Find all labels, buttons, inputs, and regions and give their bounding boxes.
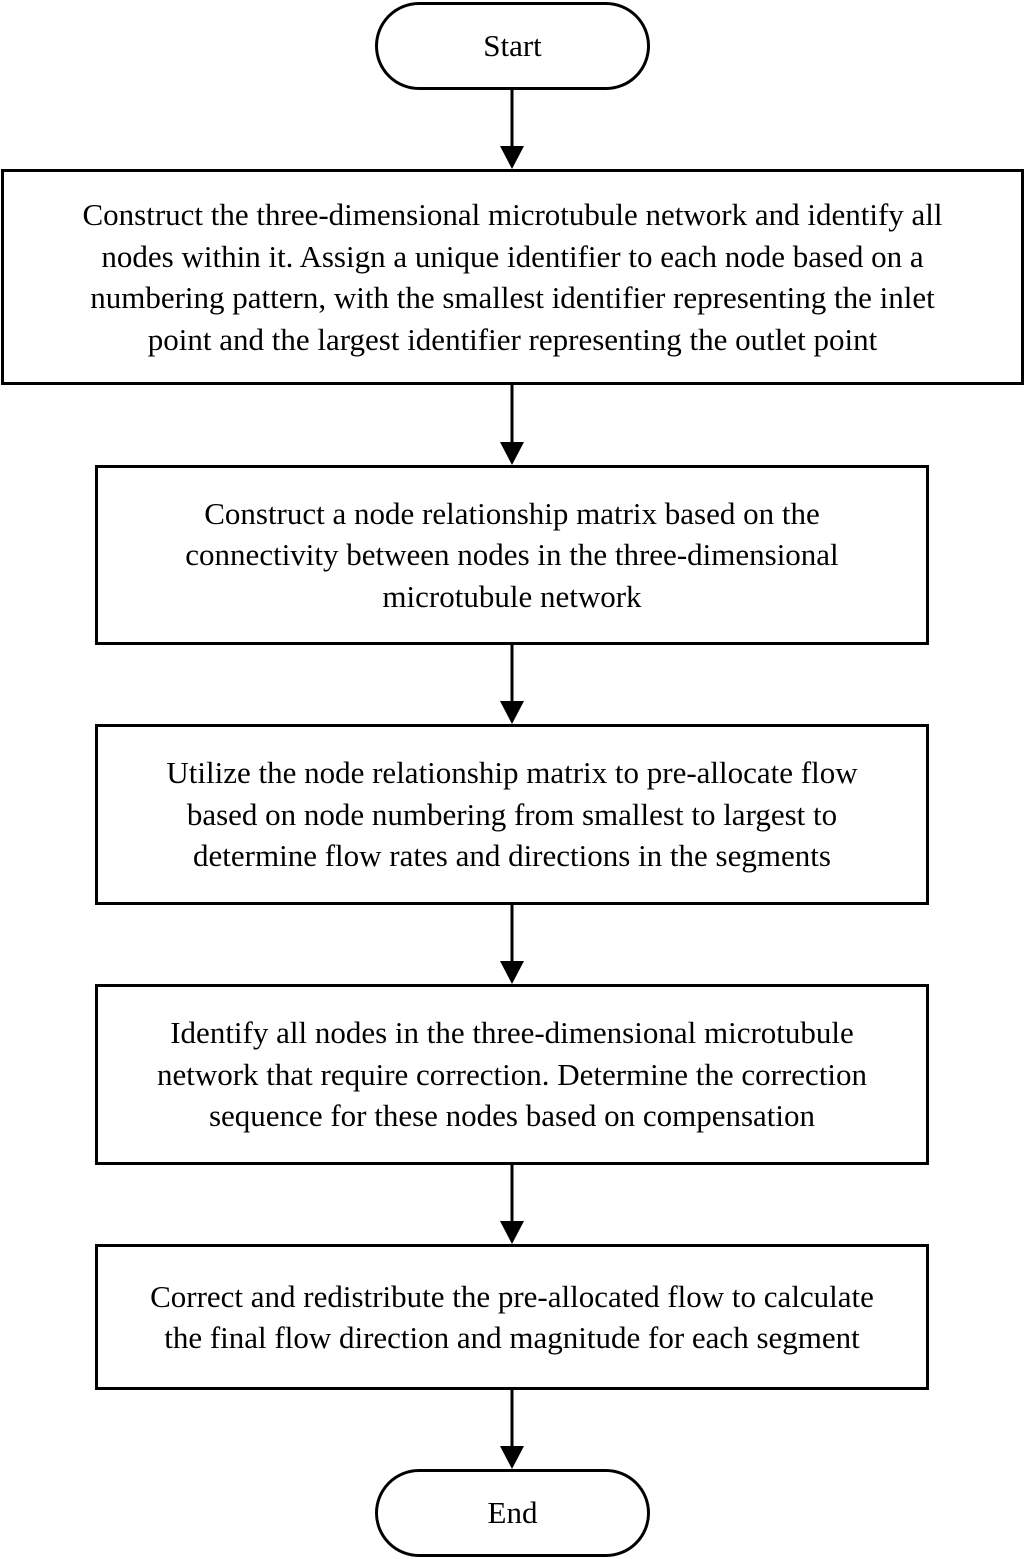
step-1-text: Construct the three-dimensional microtub… (82, 197, 943, 357)
step-3-box: Utilize the node relationship matrix to … (95, 724, 929, 905)
start-terminal: Start (375, 2, 650, 90)
step-5-text: Correct and redistribute the pre-allocat… (150, 1278, 874, 1356)
step-1-box: Construct the three-dimensional microtub… (1, 169, 1024, 385)
arrow-step-5-to-end (500, 1389, 524, 1469)
step-5-box: Correct and redistribute the pre-allocat… (95, 1244, 929, 1390)
arrow-step-2-to-step-3 (500, 644, 524, 724)
start-label: Start (483, 28, 542, 63)
end-terminal: End (375, 1469, 650, 1557)
step-3-text: Utilize the node relationship matrix to … (166, 755, 858, 874)
arrow-step-3-to-step-4 (500, 904, 524, 984)
arrow-start-to-step-1 (500, 88, 524, 169)
step-4-text: Identify all nodes in the three-dimensio… (156, 1015, 868, 1134)
end-label: End (487, 1495, 538, 1530)
step-2-text: Construct a node relationship matrix bas… (185, 495, 839, 614)
step-4-box: Identify all nodes in the three-dimensio… (95, 984, 929, 1165)
arrow-step-4-to-step-5 (500, 1164, 524, 1244)
step-2-box: Construct a node relationship matrix bas… (95, 465, 929, 645)
arrow-step-1-to-step-2 (500, 384, 524, 465)
